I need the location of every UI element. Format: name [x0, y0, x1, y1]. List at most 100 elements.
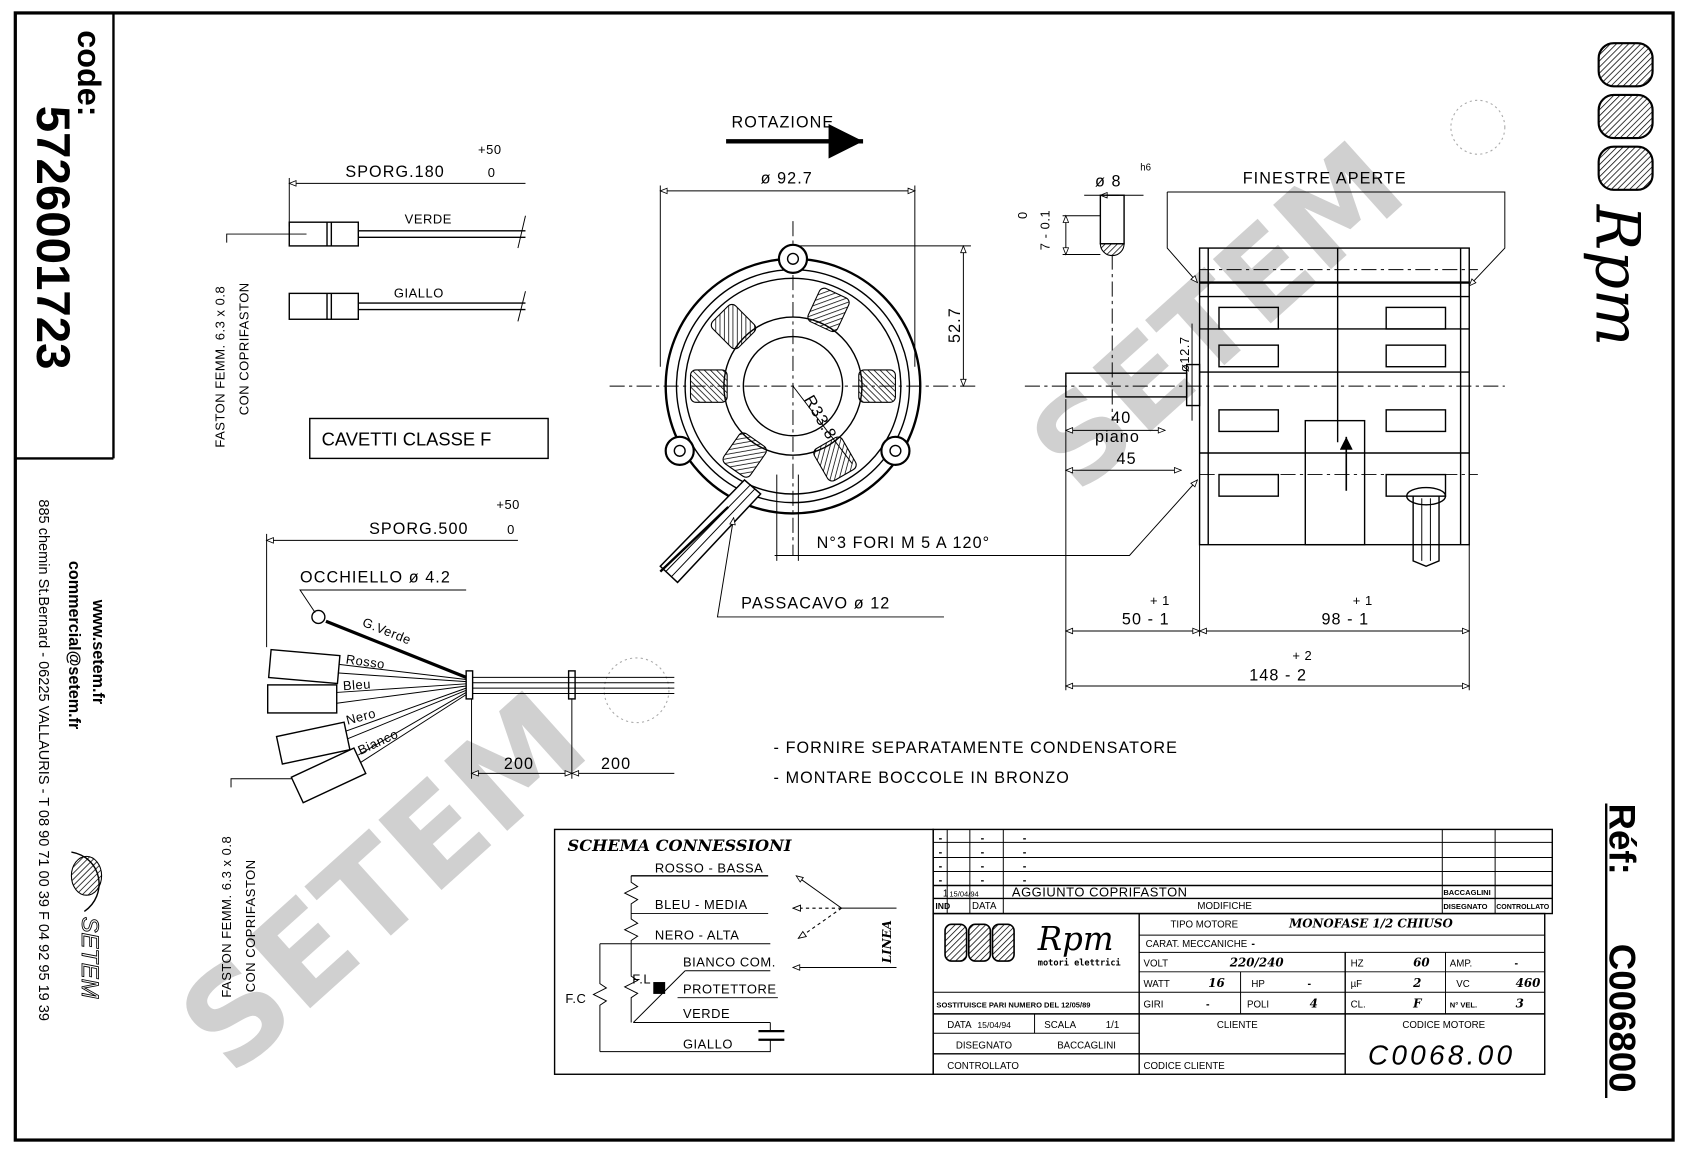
- title-block-revisions-2-mod-text: -: [1023, 860, 1027, 872]
- side-view-dim50-tol-text: + 1: [1150, 593, 1170, 608]
- side-view-dim50-text: 50 - 1: [1122, 610, 1170, 628]
- title-block-revisions-4-data-text: 15/04/94: [949, 889, 978, 898]
- title-block-volt-value-text: 220/240: [1229, 955, 1285, 969]
- company-website: www.setem.fr: [89, 599, 107, 705]
- title-block-watt-value-text: 16: [1208, 976, 1225, 990]
- title-block-scala-label-text: SCALA: [1044, 1020, 1076, 1031]
- side-view-dim148-text: 148 - 2: [1249, 667, 1307, 685]
- cable-exit: [659, 478, 762, 584]
- svg-text:SETEM: SETEM: [76, 917, 102, 999]
- side-view-boss-dia-text: ø12.7: [1177, 336, 1192, 372]
- harness-wires-2-text: Bleu: [342, 676, 371, 693]
- title-block-cliente-label-text: CLIENTE: [1217, 1020, 1258, 1031]
- title-block-uf-value-text: 2: [1412, 976, 1421, 990]
- title-block-hdr-ind-text: IND: [935, 901, 950, 911]
- title-block-uf-label-text: µF: [1351, 979, 1363, 990]
- front-view-cable-gland-text: PASSACAVO ø 12: [741, 594, 890, 612]
- side-view-flat-label-text: piano: [1095, 428, 1140, 446]
- faston-connectors: [266, 648, 367, 804]
- code-value: 5726001723: [26, 106, 79, 370]
- top-cable-faston-text: FASTON FEMM. 6.3 x 0.8: [213, 286, 228, 448]
- revision-rows: - - - - - - - - - - - - 1 15/04/94 AGGIU…: [939, 832, 1491, 899]
- code-label: code:: [71, 30, 107, 116]
- title-block-vc-value-text: 460: [1516, 976, 1542, 990]
- company-email: commercial@setem.fr: [65, 561, 83, 730]
- harness-dim-b-text: 200: [601, 755, 631, 773]
- title-block: - - - - - - - - - - - - 1 15/04/94 AGGIU…: [932, 828, 1553, 1075]
- top-cable-tol-plus-text: +50: [478, 142, 502, 157]
- title-block-tipo-label-text: TIPO MOTORE: [1170, 920, 1238, 931]
- harness-sporg-text: SPORG.500: [369, 520, 469, 538]
- motor-side-view: ø 8 h6 7 - 0.1 0 FINESTRE APERTE ø12.7: [1015, 162, 1506, 691]
- note-bushings: - MONTARE BOCCOLE IN BRONZO: [774, 769, 1070, 787]
- top-cable-detail: SPORG.180 +50 0 VERDE GIALLO FASTON FEMM…: [213, 142, 549, 460]
- title-block-hz-value-text: 60: [1413, 955, 1430, 969]
- harness-wires-1-text: Rosso: [345, 651, 386, 671]
- title-block-revisions-0-mod-text: -: [1023, 832, 1027, 844]
- title-block-giri-label-text: GIRI: [1144, 999, 1164, 1010]
- side-view-dim40-text: 40: [1111, 409, 1131, 427]
- title-block-carat-value-text: -: [1251, 938, 1255, 950]
- side-view-dim148-tol-text: + 2: [1292, 648, 1312, 663]
- side-view-dim98-tol-text: + 1: [1353, 593, 1373, 608]
- front-view-holes-text: N°3 FORI M 5 A 120°: [817, 534, 991, 552]
- title-block-amp-value-text: -: [1515, 957, 1519, 969]
- stator-slots: [689, 287, 896, 482]
- schema-fl-text: F.L: [632, 972, 651, 987]
- sporg-180: SPORG.180: [345, 163, 445, 181]
- title-block-cl-value-text: F: [1412, 996, 1423, 1010]
- schema-fc-text: F.C: [565, 991, 586, 1006]
- schema-bleu-text: BLEU - MEDIA: [655, 897, 748, 912]
- harness-tol-plus-text: +50: [496, 497, 520, 512]
- title-block-amp-label-text: AMP.: [1450, 958, 1472, 969]
- harness-wires-4-text: Bianco: [355, 726, 400, 758]
- connection-schema: SCHEMA CONNESSIONI ROSSO - BASSA BLEU - …: [553, 828, 934, 1075]
- mounting-lugs: [664, 243, 911, 466]
- title-block-revisions-3-mod-text: -: [1023, 874, 1027, 886]
- title-block-cl-label-text: CL.: [1351, 999, 1366, 1010]
- motor-code: C0068.00: [1368, 1040, 1515, 1071]
- title-block-giri-value-text: -: [1206, 998, 1210, 1010]
- harness-dim-a-text: 200: [504, 755, 534, 773]
- front-view-height-text: 52.7: [946, 307, 964, 343]
- title-block-codice-motore-label-text: CODICE MOTORE: [1402, 1020, 1485, 1031]
- title-block-nvel-value-text: 3: [1516, 996, 1524, 1010]
- drawing-frame: [13, 11, 1675, 1142]
- top-cable-coprifaston-text: CON COPRIFASTON: [236, 282, 251, 415]
- title-block-revisions-4-ind-text: 1: [943, 888, 948, 899]
- title-block-hdr-mod-text: MODIFICHE: [1197, 901, 1252, 912]
- schema-verde-text: VERDE: [683, 1006, 730, 1021]
- reference-value: C006800: [1601, 944, 1642, 1093]
- side-view-shaft-tol-text: h6: [1140, 162, 1151, 173]
- title-block-revisions-3-ind-text: -: [939, 874, 943, 886]
- side-view-dim98-text: 98 - 1: [1321, 610, 1369, 628]
- title-block-scala-value-text: 1/1: [1106, 1020, 1119, 1031]
- schema-rosso-text: ROSSO - BASSA: [655, 861, 763, 876]
- schema-title-text: SCHEMA CONNESSIONI: [568, 836, 792, 855]
- title-block-controllato-label-text: CONTROLLATO: [947, 1061, 1019, 1072]
- harness-tol-zero-text: 0: [507, 522, 515, 537]
- front-view-diameter-text: ø 92.7: [761, 169, 813, 187]
- title-block-hdr-dis-text: DISEGNATO: [1443, 902, 1487, 911]
- side-view-flat-dim-text: 7 - 0.1: [1038, 210, 1053, 250]
- harness-eyelet-text: OCCHIELLO ø 4.2: [300, 568, 451, 586]
- harness-wires-3-text: Nero: [344, 705, 377, 727]
- title-block-revisions-4-mod-text: AGGIUNTO COPRIFASTON: [1012, 884, 1188, 899]
- title-block-revisions-2-data-text: -: [981, 860, 985, 872]
- title-block-revisions-1-ind-text: -: [939, 846, 943, 858]
- title-block-codice-cliente-label-text: CODICE CLIENTE: [1144, 1061, 1226, 1072]
- title-block-hp-label-text: HP: [1251, 979, 1264, 990]
- title-block-hz-label-text: HZ: [1351, 958, 1364, 969]
- title-block-revisions-0-ind-text: -: [939, 832, 943, 844]
- rpm-logo: Rpm: [1582, 42, 1654, 346]
- title-block-disegnato-label-text: DISEGNATO: [956, 1040, 1013, 1051]
- harness-coprifaston-text: CON COPRIFASTON: [243, 859, 258, 992]
- code-box: code: 5726001723: [15, 12, 115, 460]
- reference-label: Réf:: [1601, 804, 1642, 875]
- title-block-vc-label-text: VC: [1456, 979, 1469, 990]
- side-view-dim45-text: 45: [1117, 450, 1137, 468]
- side-view-windows-text: FINESTRE APERTE: [1243, 169, 1407, 187]
- company-address: 885 chemin St.Bernard - 06225 VALLAURIS …: [35, 499, 51, 1021]
- harness-wires-0-text: G.Verde: [360, 614, 413, 647]
